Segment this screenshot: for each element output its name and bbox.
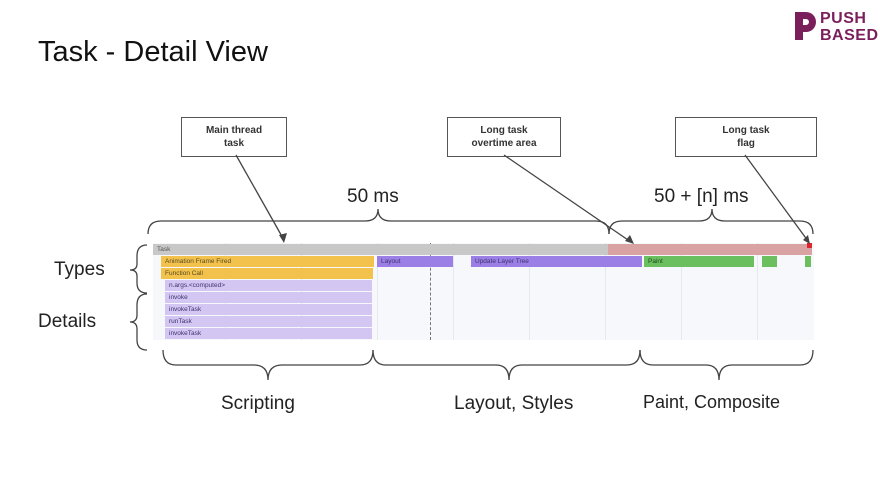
pointer-main-thread bbox=[235, 154, 285, 241]
label-details: Details bbox=[38, 311, 97, 332]
grid-line bbox=[377, 243, 378, 340]
grid-line bbox=[605, 243, 606, 340]
flame-bar-composite bbox=[805, 256, 811, 267]
arrowhead-overtime bbox=[625, 235, 634, 244]
push-based-logo-mark bbox=[795, 12, 816, 40]
arrowhead-main-thread bbox=[279, 233, 287, 243]
flame-bar-paint-small bbox=[762, 256, 777, 267]
top-brace-50ms bbox=[147, 208, 610, 235]
frame-marker-dashed-line bbox=[430, 243, 431, 340]
grid-line bbox=[301, 243, 302, 340]
callout-main-thread-task: Main thread task bbox=[181, 117, 287, 157]
bottom-brace-paint bbox=[639, 349, 814, 381]
flame-bar-task: Task bbox=[153, 244, 608, 255]
callout-main-thread-line2: task bbox=[223, 138, 244, 149]
grid-line bbox=[529, 243, 530, 340]
grid-line bbox=[225, 243, 226, 340]
flame-bar-function-call: Function Call bbox=[161, 268, 373, 279]
long-task-flag-marker bbox=[807, 243, 812, 248]
bottom-brace-scripting bbox=[162, 349, 374, 381]
flame-bar-detail-5: invokeTask bbox=[165, 328, 372, 339]
callout-flag-line2: flag bbox=[737, 138, 755, 149]
flame-chart-panel: Task Animation Frame Fired Layout Update… bbox=[153, 243, 814, 340]
callout-main-thread-line1: Main thread bbox=[205, 125, 263, 136]
logo-text-push: PUSH bbox=[820, 10, 867, 27]
flame-bar-detail-1: n.args.<computed> bbox=[165, 280, 372, 291]
flame-bar-animation-frame-fired: Animation Frame Fired bbox=[161, 256, 374, 267]
flame-bar-paint: Paint bbox=[644, 256, 754, 267]
pointer-overtime bbox=[503, 154, 632, 243]
grid-line bbox=[681, 243, 682, 340]
label-layout-styles: Layout, Styles bbox=[454, 393, 574, 414]
left-brace-details bbox=[129, 293, 148, 351]
label-scripting: Scripting bbox=[221, 393, 295, 414]
label-types: Types bbox=[54, 259, 105, 280]
flame-bar-detail-3: invokeTask bbox=[165, 304, 372, 315]
label-50-plus-n-ms: 50 + [n] ms bbox=[654, 186, 749, 207]
grid-line bbox=[453, 243, 454, 340]
push-based-logo: PUSH BASED bbox=[792, 10, 878, 44]
callout-flag-line1: Long task bbox=[722, 125, 770, 136]
grid-line bbox=[757, 243, 758, 340]
flame-bar-detail-2: invoke bbox=[165, 292, 372, 303]
callout-overtime-line1: Long task bbox=[480, 125, 528, 136]
top-brace-overtime bbox=[608, 208, 814, 235]
flame-bar-task-overtime bbox=[608, 244, 812, 255]
callout-overtime-line2: overtime area bbox=[471, 138, 537, 149]
arrowhead-flag bbox=[803, 235, 810, 244]
flame-bar-update-layer-tree: Update Layer Tree bbox=[471, 256, 642, 267]
left-brace-types bbox=[129, 244, 148, 294]
page-title: Task - Detail View bbox=[38, 36, 268, 68]
pointer-flag bbox=[744, 154, 809, 242]
flame-bar-layout: Layout bbox=[377, 256, 453, 267]
logo-text-based: BASED bbox=[820, 27, 879, 44]
label-50ms: 50 ms bbox=[347, 186, 399, 207]
callout-long-task-overtime: Long task overtime area bbox=[447, 117, 561, 157]
bottom-brace-layout bbox=[372, 349, 641, 381]
label-paint-composite: Paint, Composite bbox=[643, 392, 781, 412]
flame-bar-detail-4: runTask bbox=[165, 316, 372, 327]
